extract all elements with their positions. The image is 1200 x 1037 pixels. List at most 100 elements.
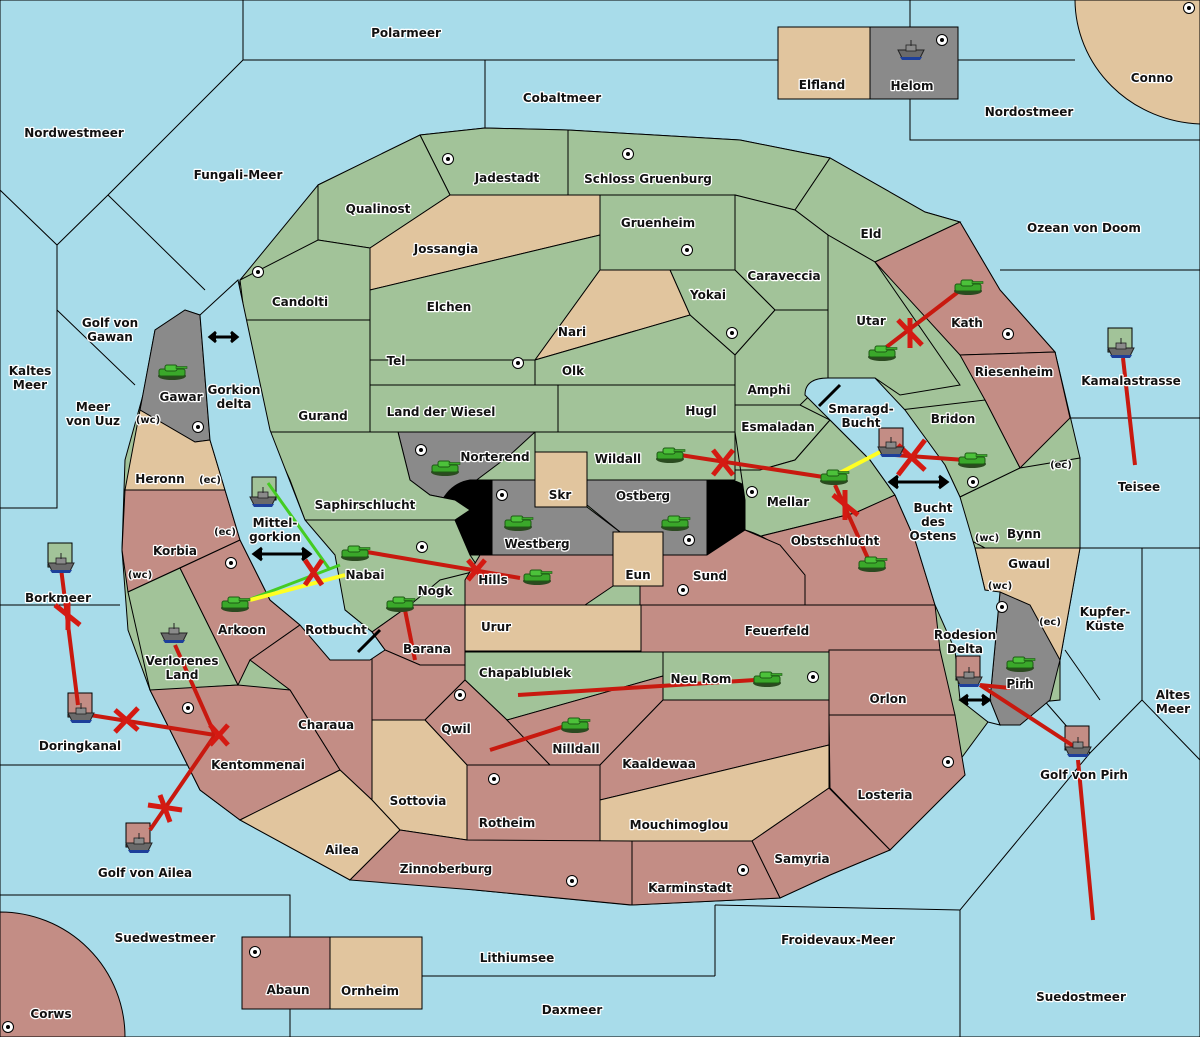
support-order [249,573,346,602]
label-mittel: Mittel- [253,516,298,530]
label-gorkion: Gorkion [208,383,261,397]
label-samyria: Samyria [774,852,829,866]
label-altes-2: Meer [1156,702,1190,716]
label-teisee: Teisee [1118,480,1160,494]
label-neurom: Neu Rom [671,672,732,686]
province-gruenheim[interactable] [599,194,736,271]
coast-label: (wc) [988,581,1012,592]
label-doringkanal: Doringkanal [39,739,121,753]
label-gurand: Gurand [298,409,348,423]
coast-label: (ec) [214,527,236,538]
move-order [833,484,872,564]
label-helom: Helom [890,79,933,93]
label-saphir: Saphirschlucht [315,498,416,512]
province-eun[interactable] [612,531,664,587]
label-kaltes: Kaltes [9,364,52,378]
label-mouchimoglou: Mouchimoglou [630,818,729,832]
convoy-order [266,482,332,571]
province-elfland[interactable] [777,26,871,100]
label-korbia: Korbia [153,544,197,558]
province-conno[interactable] [1074,0,1200,125]
label-sottovia: Sottovia [390,794,447,808]
label-heronn: Heronn [135,472,184,486]
coast-label: (wc) [136,415,160,426]
label-uuz-2: von Uuz [66,414,120,428]
label-smaragd-2: Bucht [841,416,880,430]
label-wildall: Wildall [595,452,641,466]
label-rotbucht: Rotbucht [305,623,367,637]
sea-gorkion[interactable] [199,279,386,661]
label-kaaldewaa: Kaaldewaa [622,757,696,771]
label-arkoon: Arkoon [218,623,266,637]
label-kupfer-2: Küste [1086,619,1125,633]
label-olk: Olk [562,364,585,378]
label-pirh: Pirh [1006,677,1033,691]
adjacency-arrows [207,330,992,707]
label-obst: Obstschlucht [791,534,880,548]
label-barana: Barana [403,642,451,656]
label-golf-ailea: Golf von Ailea [98,866,192,880]
label-westberg: Westberg [504,537,569,551]
label-golf-gawan-2: Gawan [87,330,133,344]
label-urur: Urur [481,620,511,634]
label-rotheim: Rotheim [479,816,536,830]
move-order [403,609,417,661]
label-skr: Skr [549,488,572,502]
label-qwil: Qwil [441,722,471,736]
label-corws: Corws [30,1007,71,1021]
label-altes: Altes [1156,688,1190,702]
label-karminstadt: Karminstadt [648,881,732,895]
label-nogk: Nogk [418,584,454,598]
label-lithiumsee: Lithiumsee [480,951,555,965]
label-tel: Tel [387,354,406,368]
label-wiesel: Land der Wiesel [387,405,496,419]
label-nilldall: Nilldall [552,742,599,756]
label-riesenheim: Riesenheim [975,365,1054,379]
move-order [58,559,80,706]
label-hills: Hills [478,573,508,587]
label-losteria: Losteria [857,788,912,802]
label-bucht-2: des [921,515,945,529]
label-caraveccia: Caraveccia [747,269,820,283]
label-jossangia: Jossangia [413,242,478,256]
sea-smaragd-bucht-des-ostens[interactable] [804,377,1001,726]
label-daxmeer: Daxmeer [542,1003,603,1017]
label-abaun: Abaun [266,983,309,997]
label-ailea: Ailea [325,843,359,857]
province-riesenheim[interactable] [959,351,1071,469]
label-polarmeer: Polarmeer [371,26,441,40]
label-verlorenes-2: Land [166,668,199,682]
label-gorkion-2: delta [217,397,252,411]
label-ostberg: Ostberg [616,489,670,503]
label-mellar: Mellar [767,495,809,509]
label-eld: Eld [861,227,882,241]
coast-label: (ec) [1050,460,1072,471]
move-order [979,683,1011,690]
label-rodesion: Rodesion [934,628,996,642]
label-gwaul: Gwaul [1008,557,1050,571]
label-kentommenai: Kentommenai [211,758,305,772]
label-bynn: Bynn [1007,527,1041,541]
province-corws[interactable] [0,911,126,1037]
label-froidevaux: Froidevaux-Meer [781,933,895,947]
move-order [978,683,1077,749]
label-kath: Kath [951,316,983,330]
move-order [1121,357,1137,466]
province-ornheim[interactable] [329,936,423,1010]
label-borkmeer: Borkmeer [25,591,91,605]
label-conno: Conno [1131,71,1173,85]
province-ailea[interactable] [238,769,401,881]
label-eun: Eun [625,568,650,582]
label-amphi: Amphi [747,383,790,397]
province-losteria[interactable] [828,714,966,851]
coast-label: (wc) [128,570,152,581]
label-zinnoberburg: Zinnoberburg [400,862,492,876]
province-urur[interactable] [464,604,642,652]
move-order [489,724,566,752]
move-order [89,713,216,737]
province-karminstadt[interactable] [631,840,781,906]
label-ornheim: Ornheim [341,984,399,998]
